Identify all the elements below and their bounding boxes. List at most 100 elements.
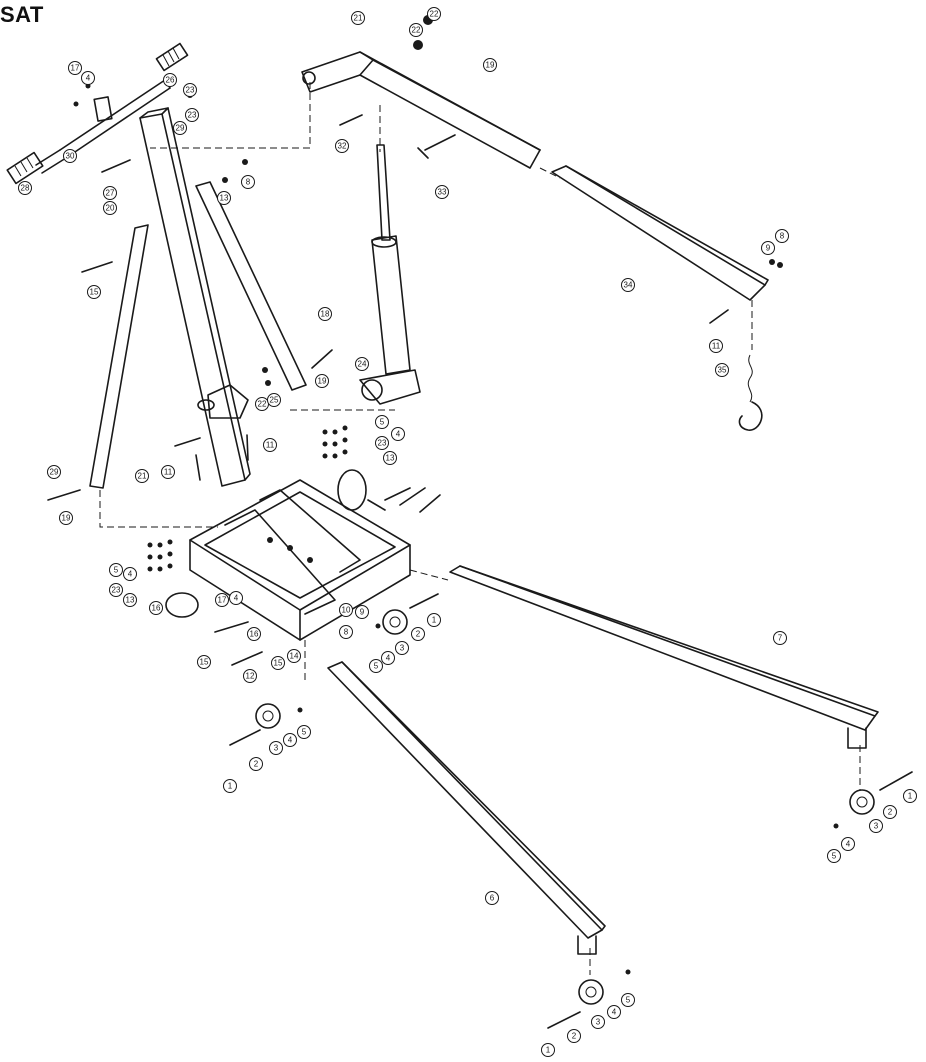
callout-2: 2 [883, 805, 897, 819]
callout-22: 22 [409, 23, 423, 37]
leg-front [327, 661, 606, 955]
callout-1: 1 [223, 779, 237, 793]
callout-5: 5 [827, 849, 841, 863]
svg-text:8: 8 [344, 628, 349, 637]
svg-text:23: 23 [186, 86, 195, 95]
callout-4: 4 [841, 837, 855, 851]
callout-5: 5 [369, 659, 383, 673]
callout-19: 19 [315, 374, 329, 388]
callout-5: 5 [109, 563, 123, 577]
svg-text:29: 29 [176, 124, 185, 133]
svg-text:35: 35 [718, 366, 727, 375]
svg-text:34: 34 [624, 281, 633, 290]
svg-text:6: 6 [490, 894, 495, 903]
svg-text:1: 1 [228, 782, 233, 791]
svg-text:4: 4 [612, 1008, 617, 1017]
callout-25: 25 [267, 393, 281, 407]
svg-text:2: 2 [888, 808, 893, 817]
svg-text:22: 22 [430, 10, 439, 19]
svg-text:23: 23 [112, 586, 121, 595]
callout-1: 1 [541, 1043, 555, 1057]
svg-text:30: 30 [66, 152, 75, 161]
callout-21: 21 [351, 11, 365, 25]
callout-1: 1 [427, 613, 441, 627]
svg-text:15: 15 [90, 288, 99, 297]
callout-4: 4 [283, 733, 297, 747]
callout-1: 1 [903, 789, 917, 803]
callout-4: 4 [81, 71, 95, 85]
callout-18: 18 [318, 307, 332, 321]
svg-text:8: 8 [780, 232, 785, 241]
svg-text:25: 25 [270, 396, 279, 405]
svg-text:5: 5 [114, 566, 119, 575]
svg-text:4: 4 [234, 594, 239, 603]
svg-text:1: 1 [432, 616, 437, 625]
strut-left [89, 224, 149, 489]
svg-text:19: 19 [62, 514, 71, 523]
outer-wheels [255, 609, 875, 1005]
svg-text:5: 5 [302, 728, 307, 737]
svg-text:22: 22 [258, 400, 267, 409]
callout-5: 5 [375, 415, 389, 429]
callout-5: 5 [621, 993, 635, 1007]
callout-26: 26 [163, 73, 177, 87]
svg-text:3: 3 [874, 822, 879, 831]
svg-text:26: 26 [166, 76, 175, 85]
callout-21: 21 [135, 469, 149, 483]
callout-9: 9 [761, 241, 775, 255]
strut-brace [195, 181, 307, 391]
svg-text:4: 4 [128, 570, 133, 579]
callout-15: 15 [271, 656, 285, 670]
washer-clusters [147, 425, 839, 975]
callout-5: 5 [297, 725, 311, 739]
callout-8: 8 [339, 625, 353, 639]
callout-35: 35 [715, 363, 729, 377]
callout-30: 30 [63, 149, 77, 163]
svg-text:28: 28 [21, 184, 30, 193]
svg-text:4: 4 [86, 74, 91, 83]
callout-14: 14 [287, 649, 301, 663]
svg-text:32: 32 [338, 142, 347, 151]
svg-text:4: 4 [396, 430, 401, 439]
callout-3: 3 [869, 819, 883, 833]
svg-text:5: 5 [380, 418, 385, 427]
callout-6: 6 [485, 891, 499, 905]
svg-text:16: 16 [250, 630, 259, 639]
svg-text:4: 4 [386, 654, 391, 663]
callout-23: 23 [185, 108, 199, 122]
svg-text:2: 2 [572, 1032, 577, 1041]
callout-17: 17 [68, 61, 82, 75]
callout-12: 12 [243, 669, 257, 683]
callout-19: 19 [59, 511, 73, 525]
svg-text:4: 4 [846, 840, 851, 849]
callout-27: 27 [103, 186, 117, 200]
callout-2: 2 [411, 627, 425, 641]
leg-right [449, 565, 879, 749]
callout-2: 2 [567, 1029, 581, 1043]
callout-3: 3 [395, 641, 409, 655]
svg-text:16: 16 [152, 604, 161, 613]
callout-13: 13 [123, 593, 137, 607]
callout-8: 8 [241, 175, 255, 189]
callout-4: 4 [229, 591, 243, 605]
boom-extension [551, 165, 769, 301]
callout-19: 19 [483, 58, 497, 72]
svg-text:9: 9 [360, 608, 365, 617]
svg-text:18: 18 [321, 310, 330, 319]
svg-text:3: 3 [400, 644, 405, 653]
callout-16: 16 [247, 627, 261, 641]
callout-11: 11 [709, 339, 723, 353]
svg-text:3: 3 [274, 744, 279, 753]
svg-text:9: 9 [766, 244, 771, 253]
svg-text:1: 1 [908, 792, 913, 801]
svg-text:17: 17 [71, 64, 80, 73]
callout-17: 17 [215, 593, 229, 607]
callout-24: 24 [355, 357, 369, 371]
callout-9: 9 [355, 605, 369, 619]
assembly-guide-lines [99, 82, 861, 975]
callout-20: 20 [103, 201, 117, 215]
svg-text:5: 5 [832, 852, 837, 861]
svg-text:20: 20 [106, 204, 115, 213]
svg-text:15: 15 [200, 658, 209, 667]
